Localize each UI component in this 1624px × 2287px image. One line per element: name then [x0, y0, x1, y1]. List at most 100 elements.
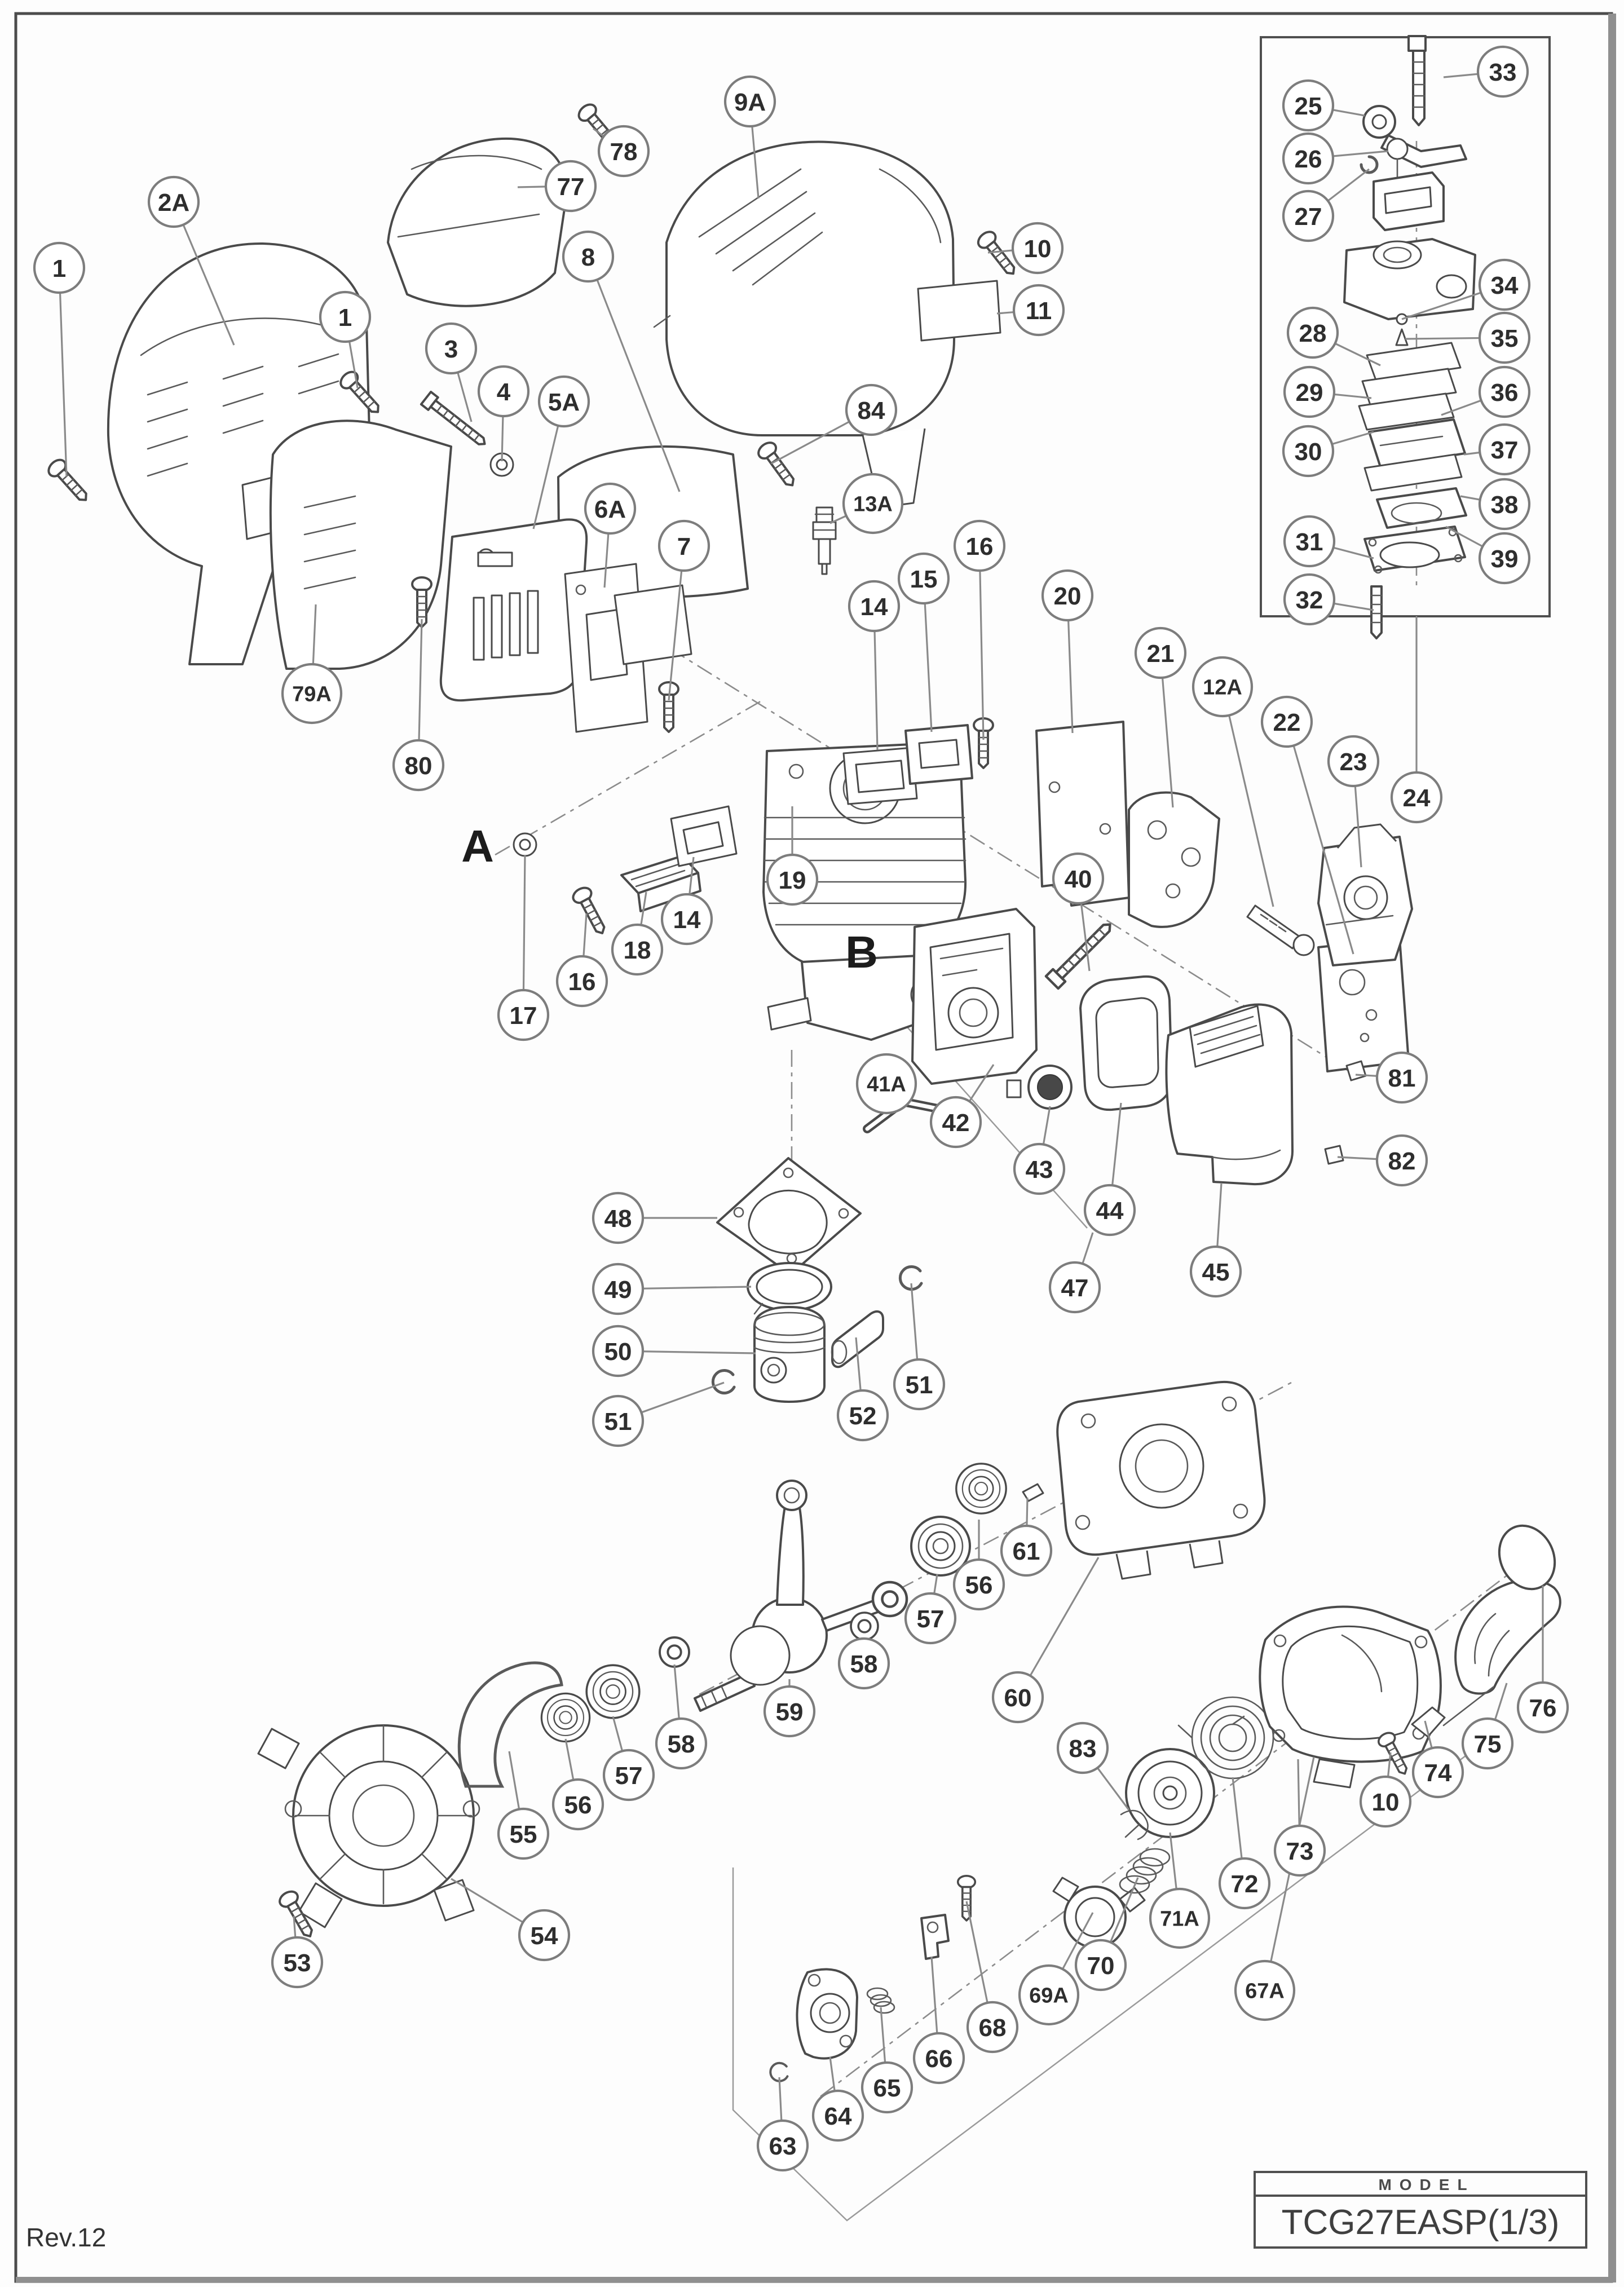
- balloon-16-19: 16: [555, 955, 608, 1008]
- part-crankshaft-drawing: [694, 1480, 890, 1712]
- part-insulator-drawing: [911, 908, 1038, 1085]
- balloon-59-47: 59: [763, 1685, 816, 1738]
- balloon-54-59: 54: [518, 1909, 571, 1962]
- balloon-10-71: 10: [1359, 1775, 1412, 1828]
- part-clamp-wire-drawing: [457, 1661, 563, 1788]
- balloon-39-87: 39: [1478, 532, 1531, 585]
- balloon-number: 82: [1388, 1147, 1416, 1175]
- balloon-number: 27: [1295, 203, 1322, 231]
- washer-icon: [850, 1612, 879, 1641]
- balloon-61-51: 61: [1000, 1524, 1053, 1577]
- part-intake-gasket-drawing: [842, 747, 918, 805]
- balloon-number: 28: [1299, 320, 1327, 347]
- balloon-number: 13A: [853, 493, 893, 516]
- balloon-82-40: 82: [1375, 1134, 1428, 1187]
- balloon-2A-1: 2A: [147, 175, 200, 228]
- balloon-60-52: 60: [991, 1671, 1044, 1724]
- balloon-number: 25: [1295, 92, 1322, 120]
- balloon-number: 64: [824, 2103, 852, 2130]
- balloon-33-75: 33: [1476, 45, 1529, 98]
- balloon-1-2: 1: [319, 290, 372, 343]
- balloon-65-62: 65: [860, 2061, 914, 2114]
- part-muffler-gasket-drawing: [564, 563, 692, 733]
- bearing-icon: [955, 1463, 1007, 1515]
- balloon-22-29: 22: [1260, 695, 1313, 748]
- balloon-51-46: 51: [893, 1358, 946, 1411]
- carburetor-inset-box: [1260, 36, 1551, 617]
- part-switch-plate-drawing: [796, 1968, 858, 2060]
- page-border-right-shade: [1608, 14, 1616, 2281]
- balloon-number: 32: [1296, 586, 1323, 614]
- balloon-number: 39: [1491, 545, 1519, 573]
- balloon-number: 33: [1489, 59, 1517, 86]
- balloon-8-6: 8: [562, 230, 615, 283]
- balloon-number: 19: [779, 867, 806, 894]
- part-starter-handle-drawing: [1442, 1579, 1561, 1727]
- screw-icon: [956, 1875, 977, 1922]
- balloon-number: 15: [910, 566, 938, 593]
- balloon-number: 36: [1491, 379, 1519, 407]
- balloon-4-12: 4: [477, 365, 530, 418]
- balloon-56-55: 56: [551, 1778, 604, 1831]
- balloon-number: 69A: [1029, 1984, 1069, 2008]
- balloon-number: 26: [1295, 145, 1322, 173]
- balloon-37-85: 37: [1478, 423, 1531, 476]
- balloon-number: 65: [873, 2074, 901, 2102]
- leader-line-17: [522, 854, 526, 1016]
- balloon-number: 20: [1054, 582, 1082, 610]
- balloon-number: 71A: [1160, 1908, 1199, 1931]
- balloon-47-38: 47: [1048, 1261, 1101, 1314]
- part-stop-lever-drawing: [920, 1914, 950, 1960]
- balloon-number: 54: [531, 1922, 558, 1950]
- balloon-66-63: 66: [912, 2032, 965, 2085]
- balloon-21-27: 21: [1134, 626, 1187, 679]
- leader-line-1: [58, 267, 68, 477]
- part-crankcase-cylinder-side-drawing: [1056, 1380, 1266, 1580]
- balloon-25-76: 25: [1282, 79, 1335, 132]
- balloon-number: 6A: [594, 496, 626, 523]
- part-throttle-bolt-drawing: [1246, 904, 1315, 956]
- balloon-number: 84: [858, 397, 885, 425]
- balloon-number: 1: [338, 304, 352, 332]
- balloon-number: 7: [677, 533, 691, 560]
- balloon-number: 83: [1069, 1735, 1097, 1763]
- balloon-number: 50: [604, 1338, 632, 1366]
- balloon-42-34: 42: [929, 1096, 982, 1149]
- balloon-40-32: 40: [1052, 852, 1105, 905]
- part-crankcase-flywheel-side-drawing: [257, 1724, 480, 1928]
- balloon-number: 58: [668, 1730, 695, 1758]
- balloon-number: 53: [284, 1949, 311, 1977]
- balloon-number: 45: [1202, 1259, 1230, 1286]
- bearing-icon: [540, 1692, 591, 1743]
- balloon-44-36: 44: [1083, 1184, 1136, 1237]
- balloon-number: 68: [979, 2014, 1007, 2042]
- part-clip-drawing: [1324, 1060, 1367, 1165]
- balloon-number: 18: [624, 937, 651, 964]
- part-pawl-spring-drawing: [1120, 1809, 1149, 1840]
- balloon-number: 61: [1013, 1538, 1040, 1565]
- part-starter-case-drawing: [1259, 1605, 1442, 1789]
- balloon-number: 79A: [292, 683, 332, 707]
- balloon-7-15: 7: [657, 519, 710, 572]
- washer-icon: [873, 1582, 907, 1616]
- part-cleaner-cover-drawing: [1165, 1003, 1294, 1186]
- balloon-41A-33: 41A: [855, 1053, 917, 1115]
- part-bracket-drawing: [1128, 791, 1220, 928]
- balloon-51-44: 51: [592, 1394, 645, 1447]
- balloon-number: 67A: [1245, 1980, 1285, 2003]
- part-muffler-drawing: [439, 518, 588, 702]
- balloon-number: 2A: [158, 189, 189, 217]
- balloon-number: 55: [510, 1821, 537, 1848]
- balloon-number: 37: [1491, 436, 1519, 464]
- balloon-77-4: 77: [544, 160, 597, 213]
- balloon-50-43: 50: [592, 1324, 645, 1378]
- balloon-number: 58: [850, 1650, 878, 1678]
- bearing-icon: [585, 1664, 641, 1719]
- balloon-18-20: 18: [611, 923, 664, 976]
- balloon-number: 29: [1296, 379, 1323, 407]
- balloon-number: 16: [568, 968, 596, 996]
- balloon-number: 14: [860, 593, 888, 621]
- balloon-3-11: 3: [425, 322, 478, 375]
- balloon-13A-10: 13A: [842, 473, 904, 535]
